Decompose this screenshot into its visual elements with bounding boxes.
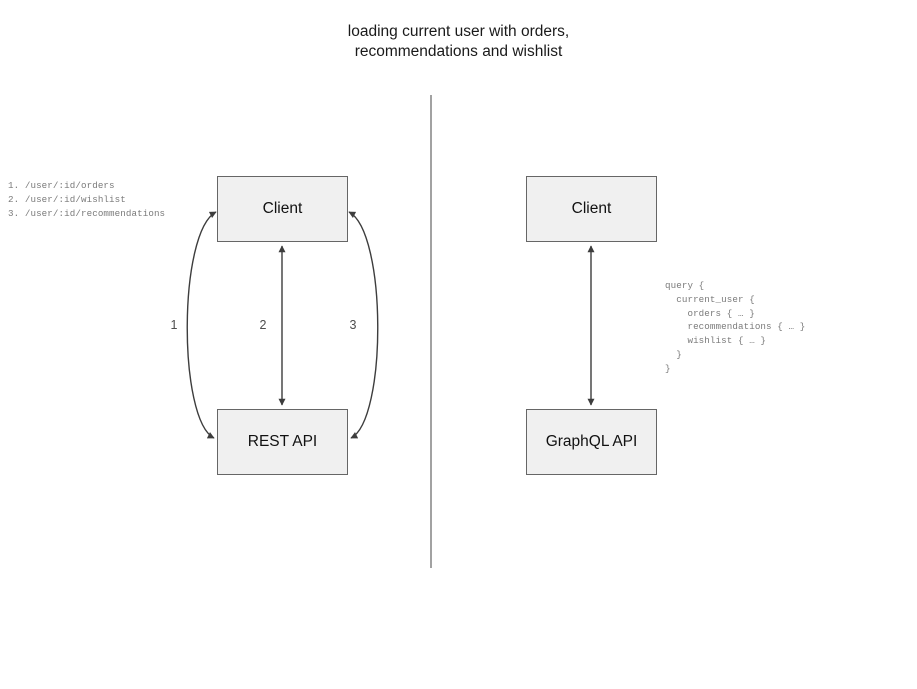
edge-label-2: 2 [259, 318, 267, 332]
edge-label-1: 1 [170, 318, 178, 332]
node-client-graphql[interactable]: Client [526, 176, 657, 242]
graphql-query-block: query { current_user { orders { … } reco… [665, 280, 806, 374]
page-title: loading current user with orders, recomm… [347, 23, 570, 60]
node-graphql-api[interactable]: GraphQL API [526, 409, 657, 475]
node-rest-api[interactable]: REST API [217, 409, 348, 475]
edge-label-3: 3 [349, 318, 357, 332]
node-client-rest[interactable]: Client [217, 176, 348, 242]
edge-rest-1 [186, 211, 217, 439]
edge-rest-3 [348, 211, 379, 439]
rest-endpoint-list: 1. /user/:id/orders 2. /user/:id/wishlis… [8, 180, 166, 219]
